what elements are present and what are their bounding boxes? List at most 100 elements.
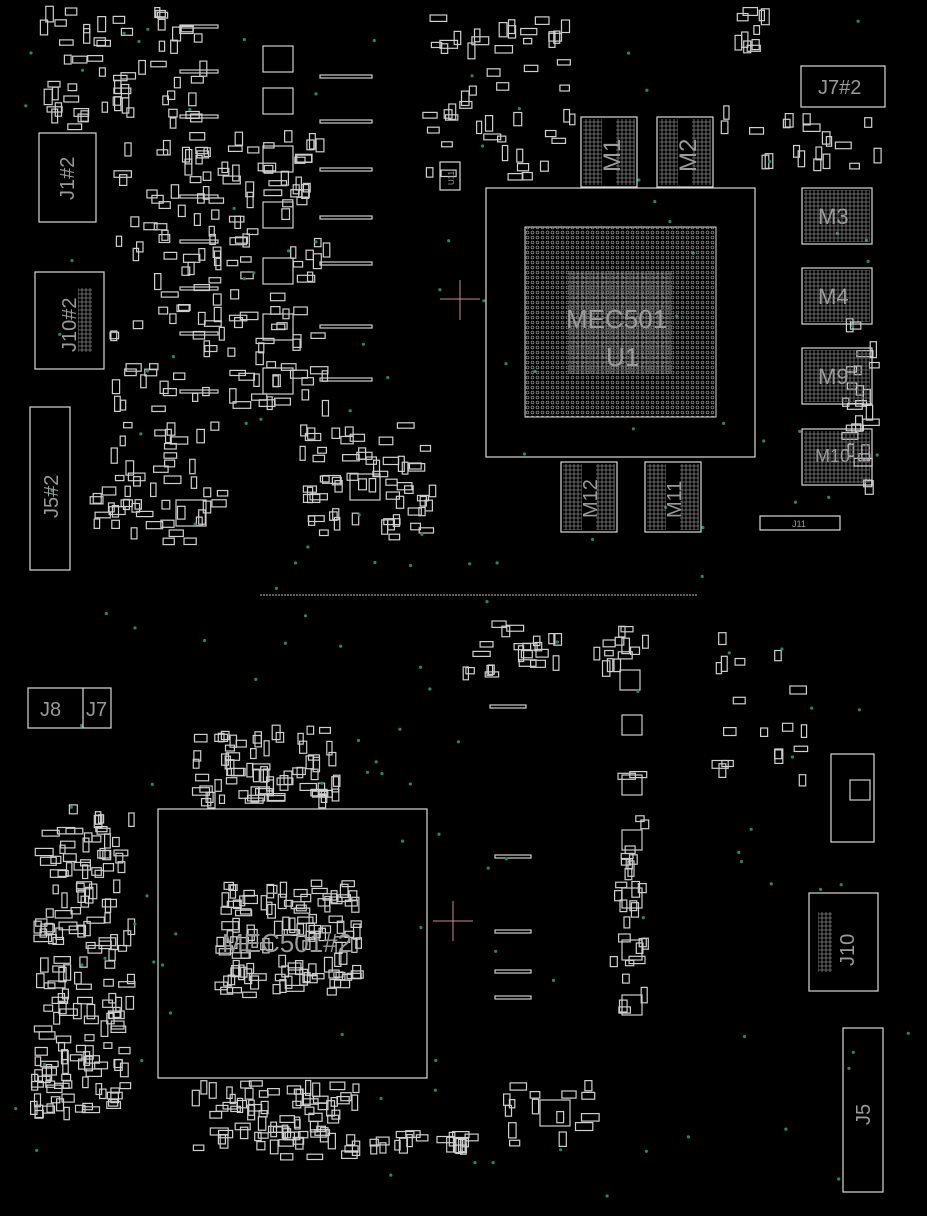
smd-component <box>748 126 765 135</box>
memory-m1[interactable]: M1 <box>580 116 638 188</box>
smd-component <box>262 45 294 73</box>
test-point <box>768 160 772 164</box>
chip-u11[interactable]: U11 <box>439 161 461 191</box>
smd-component <box>33 920 42 934</box>
smd-component <box>77 889 86 903</box>
smd-component <box>305 922 315 940</box>
test-point <box>456 740 461 744</box>
smd-component <box>199 60 208 77</box>
smd-component <box>333 516 341 531</box>
small-components-bottom <box>30 620 809 1161</box>
smd-component <box>308 931 316 942</box>
test-point <box>150 782 154 787</box>
test-point <box>827 495 831 499</box>
smd-component <box>292 1100 302 1109</box>
smd-component <box>312 253 322 270</box>
smd-component <box>45 1063 53 1081</box>
smd-component <box>43 982 56 990</box>
smd-component <box>213 250 222 267</box>
smd-component <box>113 96 122 112</box>
smd-component <box>89 496 104 505</box>
smd-component <box>227 145 243 153</box>
memory-m9[interactable]: M9 <box>801 347 873 405</box>
smd-component <box>227 347 236 357</box>
smd-component <box>102 999 113 1008</box>
smd-component <box>506 624 525 632</box>
smd-component <box>349 433 366 442</box>
smd-component <box>154 273 162 291</box>
connector-j11-top[interactable]: J11 <box>759 515 841 531</box>
memory-m4[interactable]: M4 <box>801 267 873 325</box>
memory-m3[interactable]: M3 <box>801 187 873 245</box>
smd-component <box>63 1106 70 1121</box>
connector-j10-top[interactable]: J10#2 <box>34 271 105 370</box>
connector-j7-top[interactable]: J7#2 <box>800 65 886 108</box>
smd-component <box>41 1105 56 1114</box>
smd-component <box>299 445 306 461</box>
smd-component <box>326 987 337 996</box>
smd-component <box>319 475 330 483</box>
smd-component <box>189 132 206 141</box>
test-point <box>232 206 236 210</box>
smd-component <box>753 25 761 36</box>
smd-component <box>192 392 199 402</box>
connector-j8-j7-bottom[interactable]: J8 J7 <box>27 687 112 729</box>
connector-j5-top[interactable]: J5#2 <box>29 406 71 571</box>
smd-component <box>297 732 304 745</box>
smd-component <box>344 899 358 907</box>
label-j7: J7#2 <box>818 77 861 99</box>
test-point <box>81 68 85 72</box>
connector-j5-bottom[interactable]: J5 <box>842 1027 884 1193</box>
smd-component <box>248 973 267 981</box>
smd-component <box>319 726 332 734</box>
smd-component <box>272 1126 290 1133</box>
test-point <box>373 560 377 565</box>
connector-j10-bottom[interactable]: J10 <box>808 892 879 992</box>
smd-component <box>215 1104 229 1112</box>
smd-component <box>295 153 313 163</box>
memory-m10[interactable]: M10 <box>801 428 873 486</box>
smd-component <box>601 660 611 677</box>
cpu-mec501-top[interactable]: MEC501 U1 <box>485 187 756 458</box>
memory-m12[interactable]: M12 <box>560 461 618 533</box>
test-point <box>366 770 370 774</box>
smd-component <box>486 68 501 77</box>
smd-component <box>125 460 135 476</box>
smd-component <box>834 141 852 150</box>
test-point <box>42 1062 47 1067</box>
smd-component <box>54 909 73 919</box>
memory-m2[interactable]: M2 <box>656 116 714 188</box>
smd-component <box>179 69 219 74</box>
smd-component <box>276 777 294 786</box>
smd-component <box>118 174 128 186</box>
smd-component <box>246 924 255 941</box>
smd-component <box>392 514 401 527</box>
smd-component <box>187 261 195 276</box>
smd-component <box>507 173 524 181</box>
test-point <box>837 1177 841 1181</box>
smd-component <box>34 1109 44 1119</box>
test-point <box>866 259 870 263</box>
cpu-mec501-bottom[interactable]: MEC501#2 <box>157 808 428 1079</box>
smd-component <box>248 1080 263 1087</box>
smd-component <box>221 161 229 174</box>
smd-component <box>262 257 294 285</box>
smd-component <box>262 313 294 341</box>
memory-m11[interactable]: M11 <box>644 461 702 533</box>
smd-component <box>764 153 774 169</box>
smd-component <box>621 829 643 851</box>
smd-component <box>189 176 202 184</box>
smd-component <box>254 731 263 748</box>
smd-component <box>229 369 246 377</box>
test-point <box>242 38 246 42</box>
connector-j1-top[interactable]: J1#2 <box>38 132 97 223</box>
label-cpu-bottom: MEC501#2 <box>222 928 352 958</box>
connector-bottom-right[interactable] <box>830 753 875 843</box>
smd-component <box>368 478 377 493</box>
smd-component <box>339 883 349 898</box>
smd-component <box>312 1082 321 1098</box>
smd-component <box>248 1099 255 1116</box>
smd-component <box>217 732 225 743</box>
smd-component <box>319 261 373 266</box>
